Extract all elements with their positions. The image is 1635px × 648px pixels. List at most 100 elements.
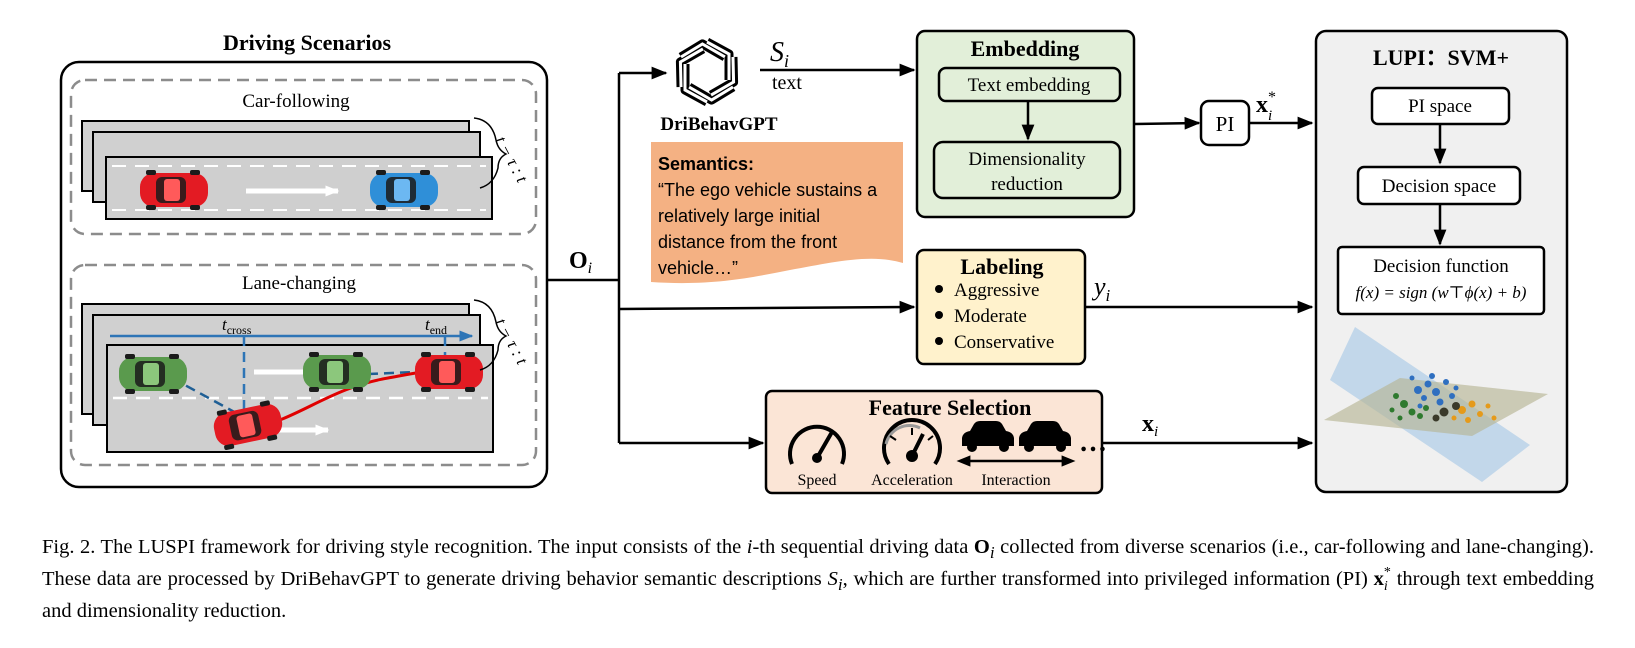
wheel	[999, 442, 1009, 452]
label-item-moderate: Moderate	[954, 306, 1027, 327]
semantics-note: Semantics: “The ego vehicle sustains a r…	[651, 142, 903, 284]
car-silhouette	[1019, 421, 1071, 446]
feature-speed-label: Speed	[797, 472, 836, 489]
embedding-title: Embedding	[971, 36, 1080, 61]
lane-changing-label: Lane-changing	[242, 273, 356, 294]
t-cross-subscript: cross	[227, 323, 252, 337]
pi-block: PI x*i	[1199, 89, 1314, 147]
label-output-symbol: yi	[1091, 272, 1111, 305]
t-cross-symbol: t	[222, 315, 228, 334]
label-item-conservative: Conservative	[954, 332, 1054, 353]
speedometer-icon	[788, 424, 846, 465]
feature-output-symbol: xi	[1142, 411, 1158, 440]
decision-function-formula: f(x) = sign (w⊤ϕ(x) + b)	[1356, 283, 1527, 302]
caption-pi-sub: i	[1383, 579, 1388, 595]
feature-interaction-label: Interaction	[981, 472, 1050, 489]
scatter-points-green	[1389, 393, 1429, 421]
caption-text: -th sequential driving data	[752, 536, 974, 558]
semantic-output-symbol: Si	[770, 37, 789, 71]
labeling-block: Labeling Aggressive Moderate Conservativ…	[915, 248, 1314, 366]
caption-text: , which are further transformed into pri…	[842, 568, 1374, 591]
semantic-output-sub: i	[784, 51, 789, 71]
text-embedding-box	[937, 66, 1122, 103]
car-following-label: Car-following	[242, 91, 350, 112]
bullet	[935, 311, 943, 319]
decision-function-label: Decision function	[1373, 256, 1509, 277]
dribehavgpt-block: DriBehavGPT Si text	[660, 37, 916, 135]
feature-output-base: x	[1142, 411, 1154, 437]
red-car-icon	[415, 352, 483, 392]
pi-label: PI	[1216, 112, 1235, 136]
speedometer-dial	[788, 424, 846, 465]
embedding-block: Embedding Text embedding Dimensionality …	[915, 29, 1201, 219]
bullet	[935, 337, 943, 345]
caption-semantic-symbol: S	[827, 568, 838, 591]
gauge-tick	[889, 435, 897, 441]
feature-selection-block: Feature Selection Speed Acceleration	[764, 389, 1314, 495]
red-car-icon	[140, 170, 208, 210]
lupi-panel: LUPI：SVM+ PI space Decision space Decisi…	[1314, 29, 1569, 494]
caption-text: collected from diverse scenarios (i.e., …	[42, 536, 1594, 591]
gap-link	[171, 376, 239, 416]
green-car-icon	[119, 354, 187, 394]
caption-text: Fig. 2. The LUSPI framework for driving …	[42, 536, 747, 558]
speedometer-needle	[815, 431, 834, 459]
bullet	[935, 285, 943, 293]
semantics-note-shape	[651, 142, 903, 284]
wheel	[1024, 442, 1034, 452]
label-item-aggressive: Aggressive	[954, 280, 1039, 301]
labeling-title: Labeling	[960, 254, 1043, 279]
semantics-line: distance from the front	[658, 232, 837, 252]
pi-space-label: PI space	[1408, 96, 1472, 117]
semantics-line: vehicle…”	[658, 258, 738, 278]
dimensionality-reduction-box	[932, 140, 1122, 200]
t-end-subscript: end	[430, 323, 447, 337]
caption-input-symbol: O	[973, 536, 990, 558]
scatter-points-orange	[1451, 400, 1497, 423]
lupi-title: LUPI：SVM+	[1373, 45, 1509, 70]
input-symbol-base: O	[569, 248, 588, 274]
gauge-tick	[927, 435, 934, 441]
scatter-points-dark	[1432, 402, 1460, 422]
lane-changing-frame	[69, 263, 538, 467]
two-cars-icon	[956, 421, 1076, 467]
speedometer-hub	[812, 453, 822, 463]
caption-input-sub: i	[989, 543, 995, 563]
driving-scenarios-panel: Driving Scenarios Car-following t − τ : …	[59, 30, 549, 489]
pi-output-sup: *	[1268, 89, 1276, 106]
text-embedding-label: Text embedding	[968, 75, 1091, 96]
label-output-sub: i	[1106, 286, 1111, 305]
decision-function-box	[1336, 245, 1546, 316]
arrow-to-labeling	[618, 300, 916, 314]
blue-car-icon	[370, 170, 438, 210]
gap-link	[367, 370, 417, 376]
input-symbol-sub: i	[588, 260, 592, 277]
feature-acceleration-label: Acceleration	[871, 472, 953, 489]
pi-output-symbol: x*i	[1256, 89, 1276, 124]
time-window-brace	[473, 117, 508, 189]
caption-semantic-sub: i	[837, 575, 843, 595]
dimensionality-reduction-line1: Dimensionality	[968, 149, 1086, 170]
car-following-group: Car-following t − τ : t	[69, 78, 538, 236]
car-following-frame	[69, 78, 538, 236]
t-end-label: tend	[425, 315, 447, 337]
semantics-heading: Semantics:	[658, 154, 754, 174]
hyperplane-shade	[1324, 378, 1548, 436]
acceleration-gauge-icon	[882, 418, 942, 466]
semantics-line: “The ego vehicle sustains a	[658, 180, 878, 200]
gauge-sweep	[884, 424, 921, 445]
semantic-output-base: S	[770, 37, 784, 68]
t-end-symbol: t	[425, 315, 431, 334]
pi-output-base: x	[1256, 92, 1268, 118]
figure-caption: Fig. 2. The LUSPI framework for driving …	[42, 534, 1594, 625]
wheel	[967, 442, 977, 452]
time-window-brace	[473, 299, 508, 371]
dribehavgpt-name: DriBehavGPT	[660, 114, 777, 135]
label-output-base: y	[1091, 272, 1106, 301]
feature-selection-title: Feature Selection	[869, 395, 1032, 420]
input-connectors: Oi	[547, 66, 916, 450]
hyperplane-decision	[1324, 378, 1548, 436]
t-cross-label: tcross	[222, 315, 252, 337]
arrow-to-pi	[1133, 116, 1201, 130]
